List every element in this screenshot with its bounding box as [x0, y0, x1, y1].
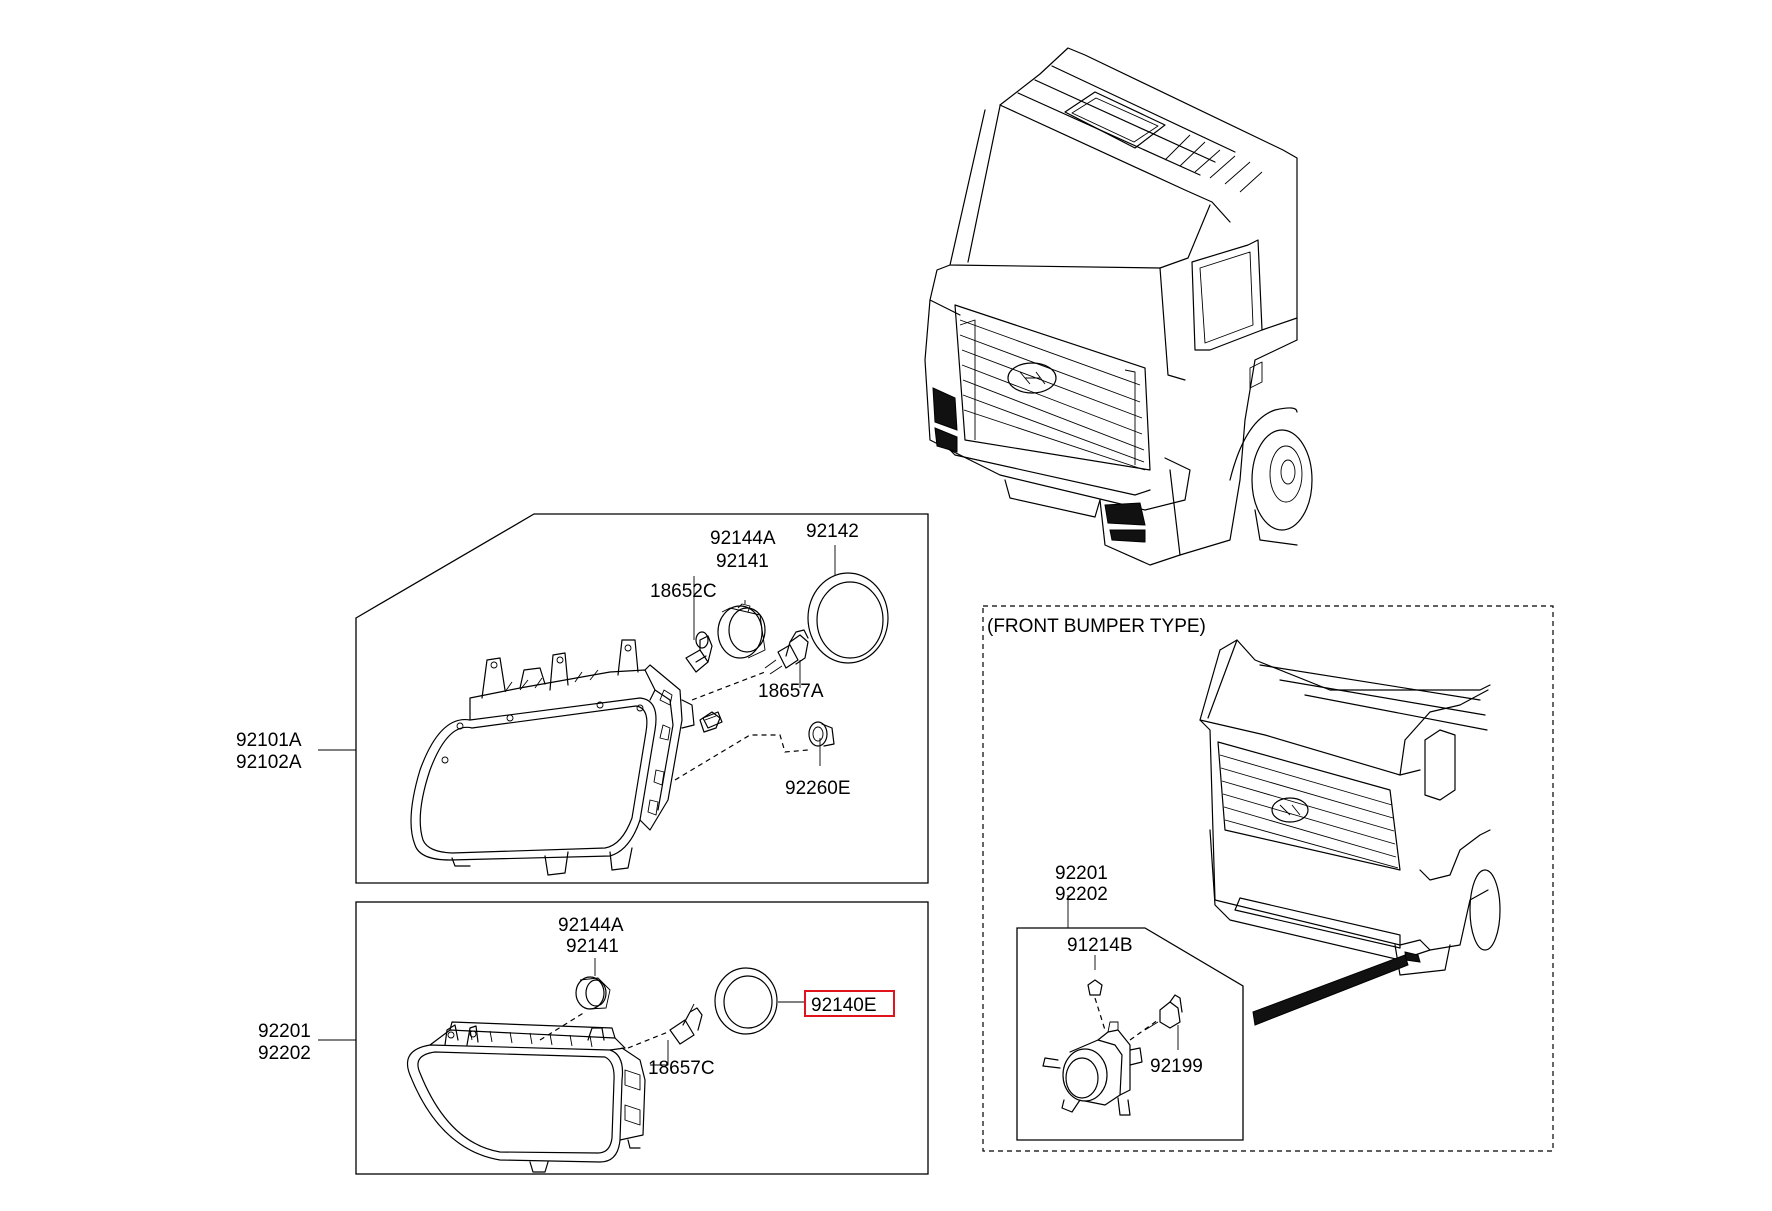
foglamp-illustration [406, 1021, 646, 1173]
socket-ring-92141-bottom [575, 976, 611, 1010]
label-92202-right: 92202 [1055, 884, 1108, 905]
label-92144a-top: 92144A [710, 528, 776, 549]
headlamp-illustration [410, 639, 721, 876]
bulb-18657c [669, 1003, 703, 1045]
socket-ring-92141-top [717, 603, 766, 659]
label-92102a: 92102A [236, 752, 302, 773]
label-92201-left: 92201 [258, 1021, 311, 1042]
cover-ring-92142 [807, 572, 889, 664]
label-92202-left: 92202 [258, 1043, 311, 1064]
bulb-18657a [764, 629, 809, 675]
highlight-box-92140e [804, 990, 895, 1017]
top-box-leader-lines [318, 545, 836, 781]
label-92141-bottom: 92141 [566, 936, 619, 957]
label-92199: 92199 [1150, 1056, 1203, 1077]
bolt-small [702, 711, 723, 729]
label-92260e: 92260E [785, 778, 851, 799]
foglamp-assembly-box [355, 901, 929, 1175]
cover-ring-92140e [714, 967, 778, 1035]
label-92140e: 92140E [811, 995, 877, 1016]
headlamp-assembly-box [355, 513, 929, 884]
round-foglamp-illustration [1042, 895, 1183, 1116]
front-bumper-type-box [982, 605, 1554, 1152]
label-92141-top: 92141 [716, 551, 769, 572]
front-bumper-type-caption: (FRONT BUMPER TYPE) [987, 616, 1206, 637]
label-92201-right: 92201 [1055, 863, 1108, 884]
label-18652c: 18652C [650, 581, 717, 602]
part-labels: 92144A 92141 92142 18652C 18657A 92101A … [236, 521, 1206, 1079]
callout-arrow [1252, 954, 1409, 1026]
truck-cab-illustration [924, 47, 1313, 566]
bottom-box-leader-lines [318, 958, 805, 1066]
label-91214b: 91214B [1067, 935, 1133, 956]
truck-front-illustration [1199, 639, 1501, 976]
label-18657a: 18657A [758, 681, 824, 702]
label-92101a: 92101A [236, 730, 302, 751]
label-92142: 92142 [806, 521, 859, 542]
label-92144a-bottom: 92144A [558, 915, 624, 936]
connector-92260e [808, 721, 835, 747]
label-18657c: 18657C [648, 1058, 715, 1079]
bulb-18652c [685, 631, 713, 673]
foglamp-sub-box [1016, 927, 1244, 1141]
